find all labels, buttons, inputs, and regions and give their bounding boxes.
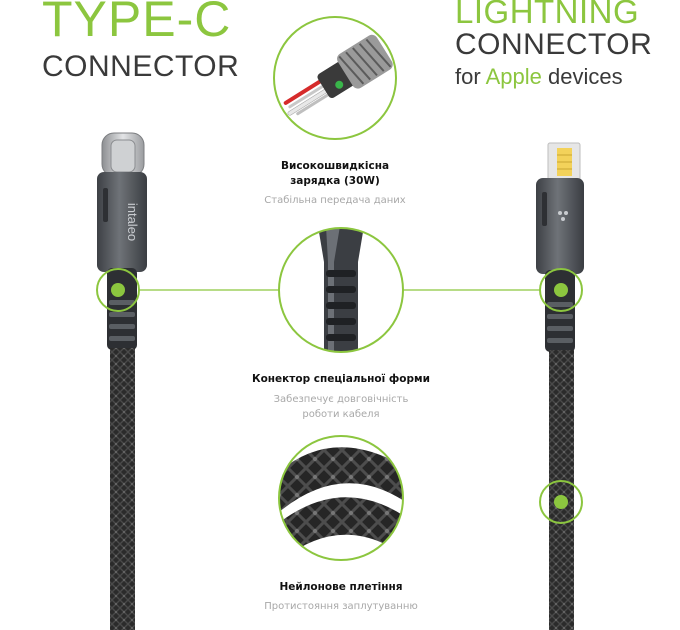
feature-nylon-braid: Нейлонове плетіння Протистояння заплутув… (240, 580, 442, 614)
type-c-connector-heading: CONNECTOR (42, 50, 240, 83)
braid-marker (539, 480, 583, 524)
brand-mark-icon (558, 211, 568, 221)
lightning-cable (536, 142, 584, 630)
feature-title: Високошвидкісна зарядка (30W) (280, 160, 390, 187)
cable-brand-logo: intaleo (125, 203, 140, 241)
type-c-cable (97, 132, 147, 630)
wires-closeup-image (273, 16, 397, 140)
feature-title: Нейлонове плетіння (279, 581, 403, 593)
feature-special-connector: Конектор спеціальної форми Забезпечує до… (232, 372, 450, 422)
feature-title: Конектор спеціальної форми (252, 373, 430, 385)
lightning-connector-heading: CONNECTOR (455, 28, 653, 61)
lightning-heading: LIGHTNING (455, 0, 640, 30)
lightning-shape-marker (539, 268, 583, 312)
braid-closeup-image (278, 435, 404, 561)
apple-devices-caption: for Apple devices (455, 64, 623, 89)
type-c-shape-marker (96, 268, 140, 312)
type-c-heading: TYPE-C (42, 0, 232, 47)
feature-subtitle: Протистояння заплутуванню (264, 601, 418, 612)
feature-subtitle: Стабільна передача даних (264, 195, 406, 206)
feature-fast-charging: Високошвидкісна зарядка (30W) Стабільна … (240, 159, 430, 208)
connector-closeup-image (278, 227, 404, 353)
feature-subtitle: Забезпечує довговічність роботи кабеля (273, 394, 409, 420)
